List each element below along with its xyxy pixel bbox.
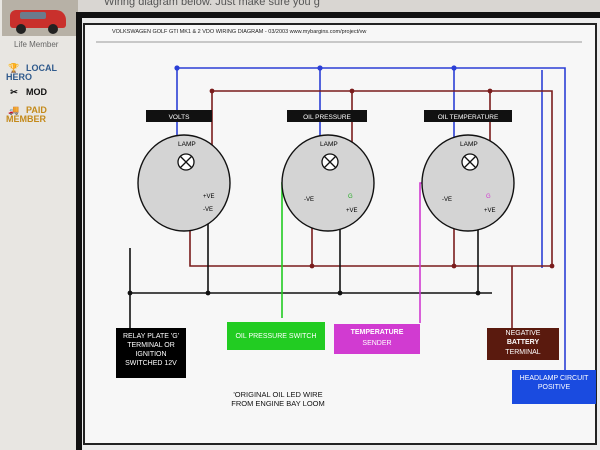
svg-text:G: G — [486, 194, 491, 200]
badge-paid-member: 🚚PAID MEMBER — [6, 105, 47, 125]
battery-label-1: NEGATIVE — [505, 330, 541, 337]
svg-text:VOLTS: VOLTS — [169, 114, 190, 121]
svg-text:LAMP: LAMP — [320, 141, 338, 148]
battery-box — [487, 328, 559, 360]
intro-text: Wiring diagram below. Just make sure you… — [104, 0, 320, 8]
gauge-oil-temperature: OIL TEMPERATURE LAMP G -VE +VE — [421, 110, 515, 232]
svg-text:OIL PRESSURE: OIL PRESSURE — [303, 114, 351, 121]
headlamp-box — [512, 370, 596, 404]
diagram-screen: VOLKSWAGEN GOLF GTI MK1 & 2 VDO WIRING D… — [82, 18, 600, 450]
relay-label: RELAY PLATE 'G' TERMINAL OR IGNITION SWI… — [123, 333, 179, 367]
headlamp-label: HEADLAMP CIRCUIT POSITIVE — [519, 375, 589, 391]
oil-switch-box — [227, 322, 325, 350]
battery-label-2: BATTERY — [506, 339, 540, 346]
svg-text:LAMP: LAMP — [460, 141, 478, 148]
member-label: Life Member — [14, 40, 59, 49]
truck-icon: 🚚 — [8, 105, 20, 116]
svg-text:-VE: -VE — [442, 197, 452, 203]
svg-text:G: G — [348, 194, 353, 200]
gauge-volts: VOLTS LAMP +VE -VE — [137, 110, 231, 232]
car-wheel — [48, 24, 58, 34]
car-wheel — [16, 24, 26, 34]
badge-mod: ✂MOD — [6, 88, 47, 97]
temperature-box — [334, 324, 420, 354]
sidebar: Life Member 🏆LOCAL HERO ✂MOD 🚚PAID MEMBE… — [0, 0, 78, 450]
oil-led-note: 'ORIGINAL OIL LED WIRE FROM ENGINE BAY L… — [231, 390, 325, 408]
car-window — [20, 12, 46, 19]
gauge-oil-pressure: OIL PRESSURE LAMP G -VE +VE — [281, 110, 375, 232]
svg-text:+VE: +VE — [484, 208, 496, 214]
temperature-label: TEMPERATURE — [350, 329, 404, 336]
svg-text:OIL TEMPERATURE: OIL TEMPERATURE — [438, 114, 499, 121]
junction-dots — [127, 65, 555, 296]
relay-box — [116, 328, 186, 378]
tools-icon: ✂ — [10, 87, 18, 98]
temperature-sub-label: SENDER — [362, 340, 392, 347]
avatar[interactable] — [2, 0, 78, 36]
svg-text:LAMP: LAMP — [178, 141, 196, 148]
oil-switch-label: OIL PRESSURE SWITCH — [235, 333, 317, 340]
wiring-diagram: VOLKSWAGEN GOLF GTI MK1 & 2 VDO WIRING D… — [83, 23, 597, 445]
trophy-icon: 🏆 — [8, 63, 20, 74]
svg-text:+VE: +VE — [346, 208, 358, 214]
battery-label-3: TERMINAL — [505, 349, 541, 356]
svg-text:-VE: -VE — [304, 197, 314, 203]
diagram-title: VOLKSWAGEN GOLF GTI MK1 & 2 VDO WIRING D… — [112, 29, 366, 35]
badge-local-hero: 🏆LOCAL HERO — [6, 63, 57, 83]
svg-text:+VE: +VE — [203, 194, 215, 200]
svg-text:-VE: -VE — [203, 207, 213, 213]
